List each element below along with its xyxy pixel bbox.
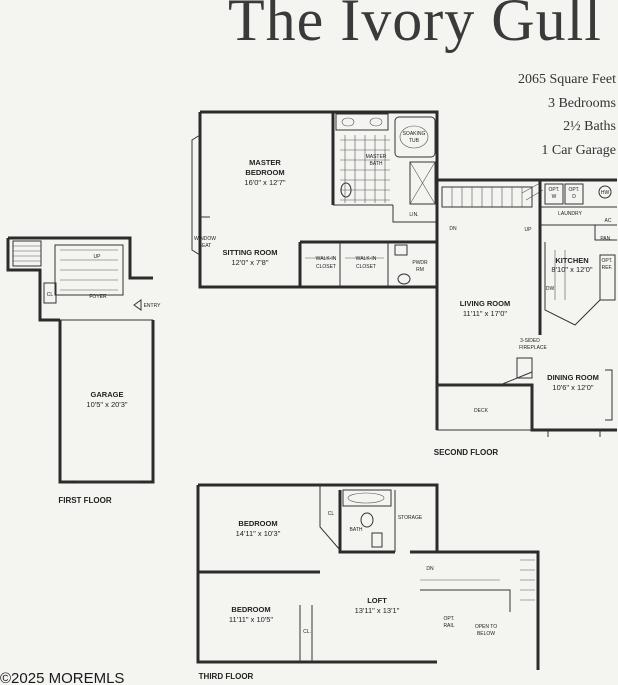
opt-washer-label-1: OPT. <box>548 187 559 193</box>
ac-label: AC <box>605 218 612 224</box>
storage-label: STORAGE <box>398 515 423 521</box>
laundry-label: LAUNDRY <box>558 211 582 217</box>
first-floor-closet-label: CL <box>47 292 54 298</box>
open-to-below-label-1: OPEN TO <box>475 624 497 630</box>
dishwasher-label: DW <box>546 286 555 292</box>
first-floor-title: FIRST FLOOR <box>58 496 112 505</box>
opt-dryer-label-2: D <box>572 194 576 200</box>
master-bedroom-dims: 16'0" x 12'7" <box>244 178 285 187</box>
powder-room-label-1: PWDR <box>412 260 428 266</box>
linen-closet-label: LIN. <box>409 212 418 218</box>
master-bedroom-label-2: BEDROOM <box>245 168 284 177</box>
master-bedroom-label-1: MASTER <box>249 158 281 167</box>
water-heater-label: HW <box>601 190 610 196</box>
third-closet-b-label: CL. <box>303 629 311 635</box>
entry-label: ENTRY <box>144 303 162 309</box>
watermark: ©2025 MOREMLS <box>0 670 124 685</box>
open-to-below-label-2: BELOW <box>477 631 495 637</box>
second-floor-down-label: DN <box>449 226 457 232</box>
third-bath-label: BATH <box>350 527 363 533</box>
walk-in-closet-1-label-2: CLOSET <box>316 264 336 270</box>
living-room-dims: 11'11" x 17'0" <box>463 309 508 318</box>
third-bedroom-b-label: BEDROOM <box>231 605 270 614</box>
opt-rail-label-1: OPT. <box>443 616 454 622</box>
third-floor-title: THIRD FLOOR <box>199 672 254 681</box>
walk-in-closet-1-label-1: WALK-IN <box>316 256 337 262</box>
spec-bedrooms: 3 Bedrooms <box>547 95 616 111</box>
second-floor-stairs <box>441 182 544 208</box>
garage-dims: 10'5" x 20'3" <box>86 400 127 409</box>
third-floor-down-label: DN <box>426 566 434 572</box>
window-seat-label-1: WINDOW <box>194 236 216 242</box>
third-floor-labels: BEDROOM 14'11" x 10'3" CL BATH STORAGE B… <box>199 511 498 681</box>
loft-dims: 13'11" x 13'1" <box>355 606 400 615</box>
fireplace-label-1: 3-SIDED <box>520 338 540 344</box>
dining-room-dims: 10'6" x 12'0" <box>552 383 593 392</box>
sitting-room-label: SITTING ROOM <box>223 248 278 257</box>
third-bedroom-a-label: BEDROOM <box>238 519 277 528</box>
opt-washer-label-2: W <box>552 194 557 200</box>
first-floor-plan <box>6 236 155 484</box>
garage-label: GARAGE <box>91 390 124 399</box>
spec-square-feet: 2065 Square Feet <box>518 72 616 87</box>
master-bath-label-2: BATH <box>370 161 383 167</box>
third-closet-a-label: CL <box>328 511 335 517</box>
plan-title: The Ivory Gull <box>228 0 602 53</box>
window-seat-label-2: SEAT <box>199 243 212 249</box>
opt-refrigerator-label-1: OPT. <box>601 258 612 264</box>
second-floor-labels: MASTER BEDROOM 16'0" x 12'7" MASTER BATH… <box>194 131 613 457</box>
spec-baths: 2½ Baths <box>563 119 616 134</box>
soaking-tub-label-2: TUB <box>409 138 420 144</box>
second-floor-up-label: UP <box>525 227 533 233</box>
walk-in-closet-2-label-2: CLOSET <box>356 264 376 270</box>
plan-specs: 2065 Square Feet 3 Bedrooms 2½ Baths 1 C… <box>518 68 616 162</box>
dining-room-label: DINING ROOM <box>547 373 599 382</box>
fireplace-label-2: FIREPLACE <box>519 345 547 351</box>
second-floor-plan <box>191 110 617 437</box>
kitchen-dims: 8'10" x 12'0" <box>551 265 592 274</box>
sitting-room-dims: 12'0" x 7'8" <box>232 258 269 267</box>
third-bedroom-b-dims: 11'11" x 10'5" <box>229 615 274 624</box>
spec-garage: 1 Car Garage <box>541 142 616 158</box>
first-floor-up-label: UP <box>94 254 102 260</box>
opt-dryer-label-1: OPT. <box>568 187 579 193</box>
soaking-tub-label-1: SOAKING <box>403 131 426 137</box>
bath-tile-pattern <box>340 135 390 203</box>
third-floor-plan <box>196 483 540 670</box>
master-bath-label-1: MASTER <box>366 154 387 160</box>
deck-label: DECK <box>474 408 489 414</box>
loft-label: LOFT <box>367 596 387 605</box>
walk-in-closet-2-label-1: WALK-IN <box>356 256 377 262</box>
kitchen-label: KITCHEN <box>555 256 588 265</box>
opt-refrigerator-label-2: REF. <box>602 265 613 271</box>
foyer-label: FOYER <box>89 294 107 300</box>
first-floor-labels: UP CL FOYER ENTRY GARAGE 10'5" x 20'3" F… <box>47 254 161 505</box>
living-room-label: LIVING ROOM <box>460 299 510 308</box>
pantry-label: PAN. <box>600 236 611 242</box>
second-floor-title: SECOND FLOOR <box>434 448 499 457</box>
third-bedroom-a-dims: 14'11" x 10'3" <box>236 529 281 538</box>
powder-room-label-2: RM <box>416 267 424 273</box>
opt-rail-label-2: RAIL <box>443 623 454 629</box>
